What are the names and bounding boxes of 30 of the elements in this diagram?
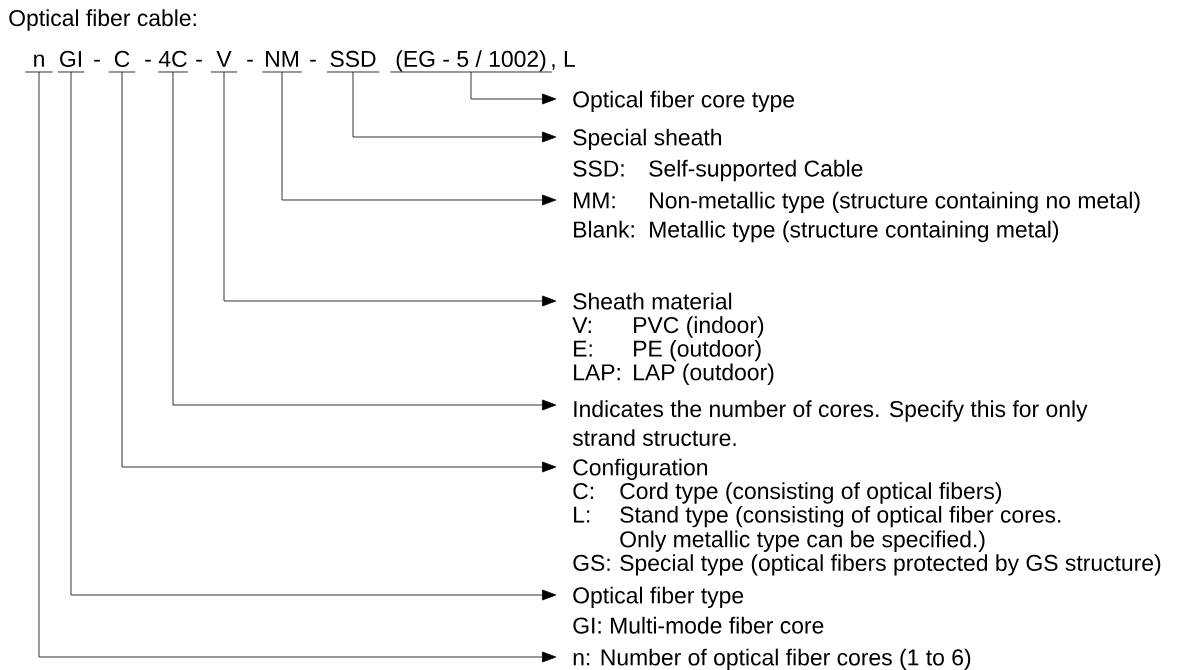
code-separator: - xyxy=(94,59,100,62)
arrow xyxy=(470,71,557,105)
arrow xyxy=(38,71,557,663)
code-segment: n xyxy=(24,54,54,73)
code-separator: , L xyxy=(552,51,575,70)
code-segment: GI xyxy=(57,50,85,73)
arrow xyxy=(121,71,557,473)
code-separator: - xyxy=(145,59,151,62)
arrow xyxy=(223,71,557,307)
code-separator: - xyxy=(310,59,316,62)
code-segment: (EG - 5 / 1002) xyxy=(389,50,553,73)
arrow xyxy=(172,71,557,411)
title: Optical fiber cable: xyxy=(9,9,196,31)
description-text: MM: Non-metallic type (structure containing no metal) Blank: Metallic type (structure containing metal) xyxy=(574,191,1140,243)
code-separator: - xyxy=(196,59,202,62)
code-segment: V xyxy=(210,51,238,73)
code-segment: 4C xyxy=(157,50,189,73)
code-segment: C xyxy=(108,50,136,73)
description-text: Special sheath SSD: Self-supported Cable xyxy=(573,128,863,182)
arrow xyxy=(352,71,557,143)
description-text: n: Number of optical fiber cores (1 to 6) xyxy=(573,648,971,670)
code-segment: SSD xyxy=(326,50,380,73)
arrow xyxy=(70,71,557,601)
description-text: Sheath material V: PVC (indoor) E: PE (outdoor) LAP: LAP (outdoor) xyxy=(572,292,774,385)
description-text: Configuration C: Cord type (consisting of optical fibers) L: Stand type (consisting of optical fiber cores. Only metallic type can be specified.) GS: Special type (optical fibers protected by GS structure) xyxy=(573,458,1161,576)
description-text: Optical fiber core type xyxy=(573,90,795,113)
code-separator: - xyxy=(247,59,253,62)
arrow xyxy=(281,71,557,206)
code-segment: NM xyxy=(261,51,303,73)
description-text: Indicates the number of cores. Specify this for only strand structure. xyxy=(572,400,1088,447)
